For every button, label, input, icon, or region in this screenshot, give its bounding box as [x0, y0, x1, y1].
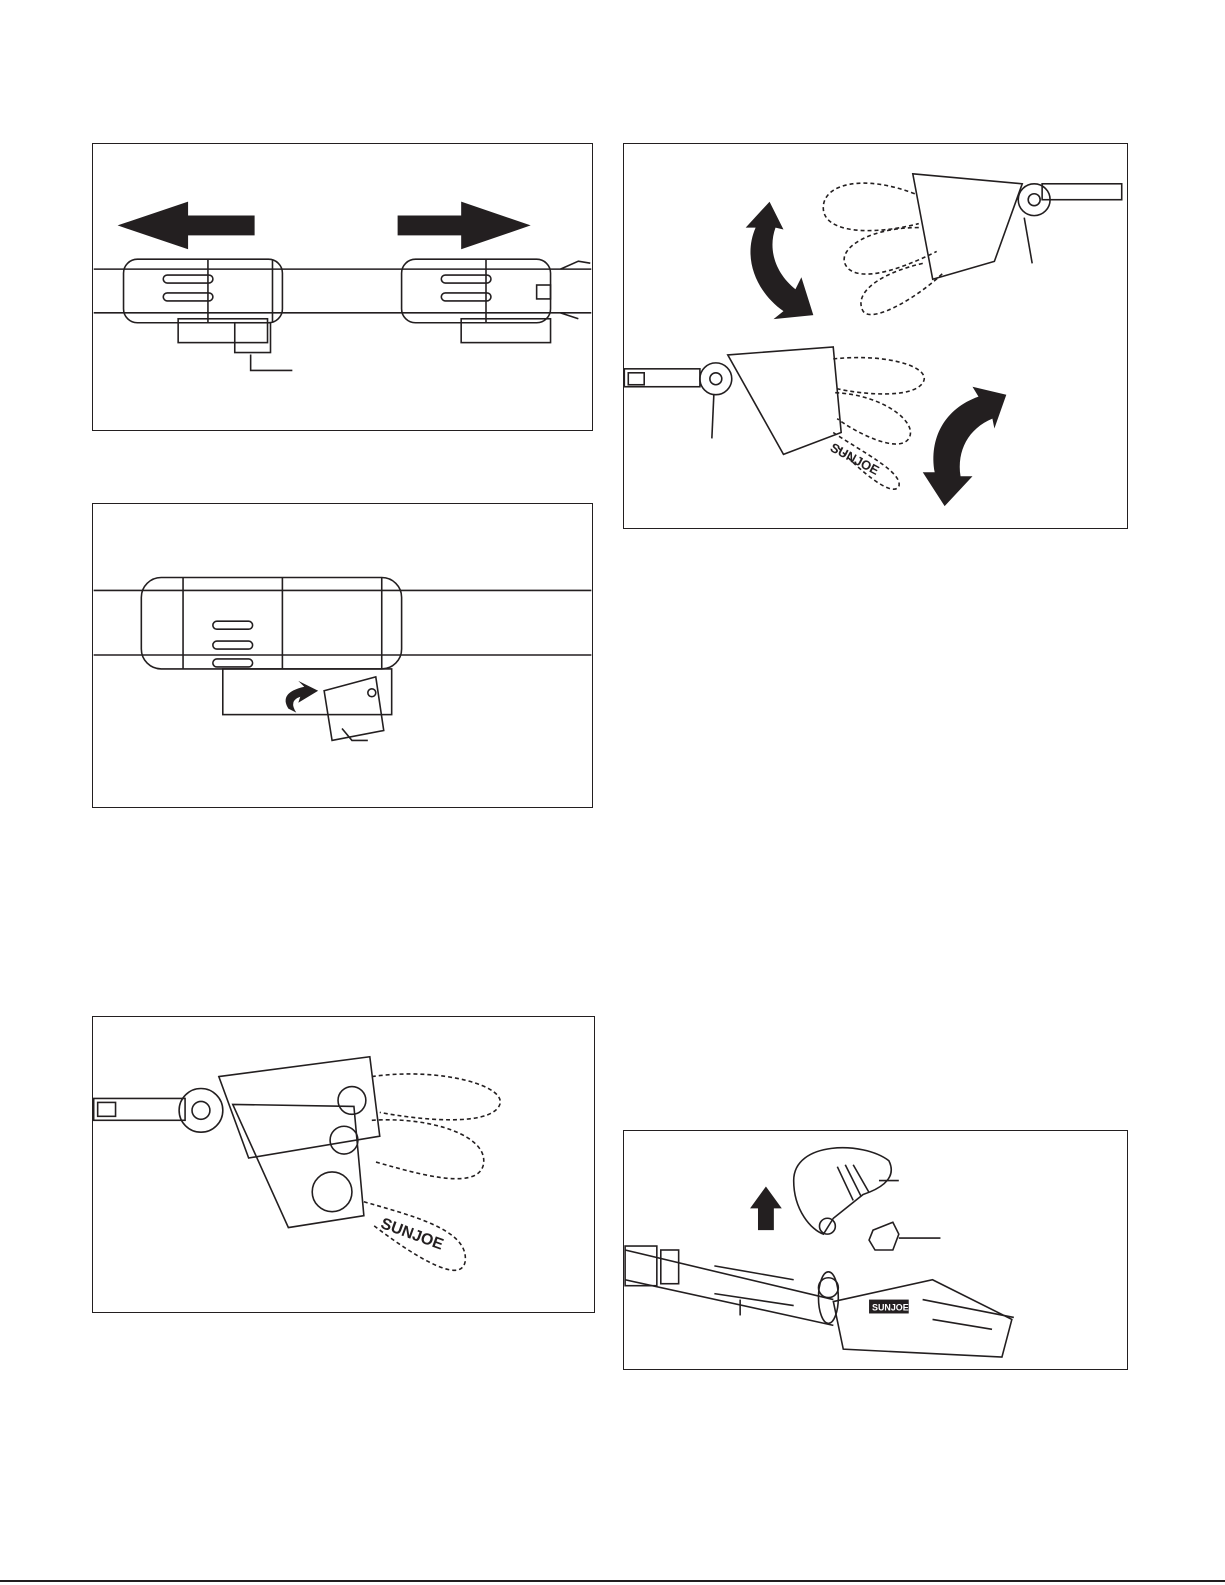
figure-pole-extend [92, 143, 593, 431]
brand-logo: SUNJOE [872, 1302, 909, 1312]
bottom-rule [0, 1580, 1225, 1582]
figure-handle-assembly: SUNJOE [623, 1130, 1128, 1370]
up-arrow-icon [750, 1187, 782, 1231]
figure-saw-head-angles: SUNJOE [92, 1016, 595, 1313]
rotate-arrow-icon [923, 387, 1007, 506]
rotate-arrow-icon [746, 202, 814, 319]
saw-head-angles-illustration: SUNJOE [93, 1017, 594, 1312]
right-arrow-icon [398, 202, 531, 250]
figure-head-pivot: SUNJOE [623, 143, 1128, 529]
brand-logo: SUNJOE [378, 1215, 445, 1253]
curved-arrow-icon [286, 681, 319, 713]
pole-extend-illustration [93, 144, 592, 430]
figure-lock-lever [92, 503, 593, 808]
head-pivot-illustration: SUNJOE [624, 144, 1127, 528]
left-arrow-icon [118, 202, 255, 250]
lock-lever-illustration [93, 504, 592, 807]
brand-logo: SUNJOE [828, 440, 882, 478]
handle-assembly-illustration: SUNJOE [624, 1131, 1127, 1369]
